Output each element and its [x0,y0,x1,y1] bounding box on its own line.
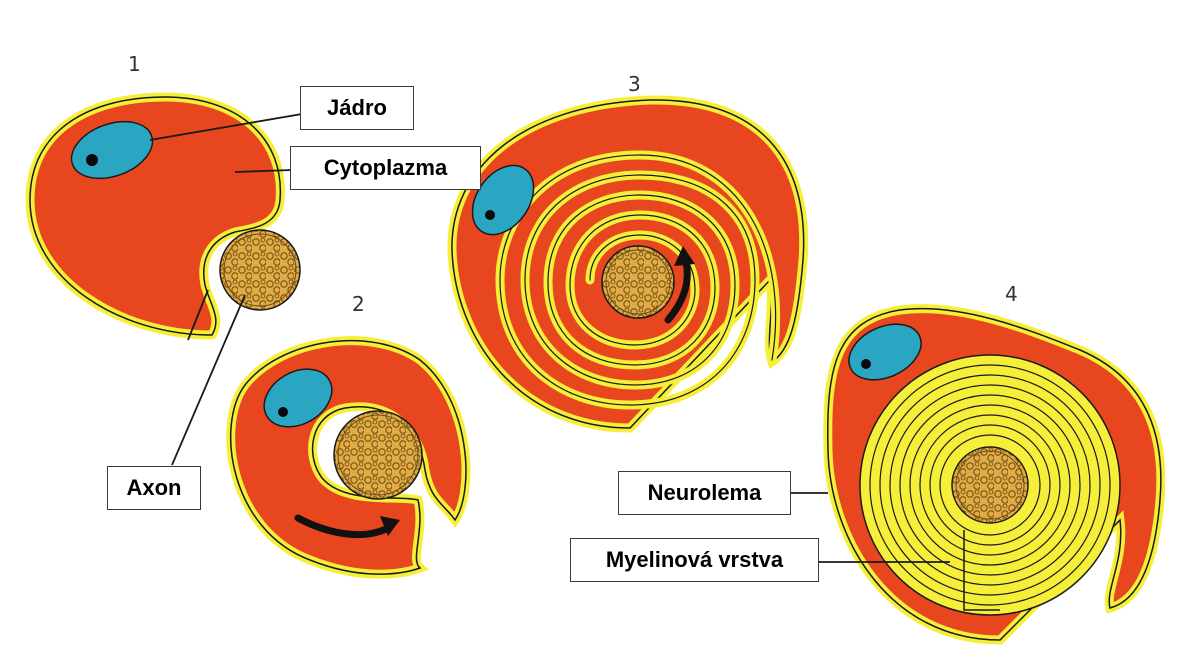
stage-4-axon [951,446,1029,524]
axon-label: Axon [107,466,201,510]
stage-3-spiral-layers [495,150,781,410]
stage-1-cell [25,92,301,340]
stage-3-axon [601,245,675,319]
myelin-layer-label: Myelinová vrstva [570,538,819,582]
stage-4-cell [823,304,1166,645]
stage-3-rotation-arrow [664,258,691,324]
stage-number-4: 4 [1005,282,1018,306]
cytoplasm-label: Cytoplazma [290,146,481,190]
stage-2-cell [226,336,471,579]
stage-3-cell [447,95,809,433]
leader-lines [149,113,950,563]
stage-number-1: 1 [128,52,141,76]
stage-number-2: 2 [352,292,365,316]
stage-1-axon [219,229,301,311]
stage-2-rotation-arrow [294,514,392,539]
stage-number-3: 3 [628,72,641,96]
stage-2-axon [333,410,423,500]
nucleus-label: Jádro [300,86,414,130]
neurolemma-label: Neurolema [618,471,791,515]
